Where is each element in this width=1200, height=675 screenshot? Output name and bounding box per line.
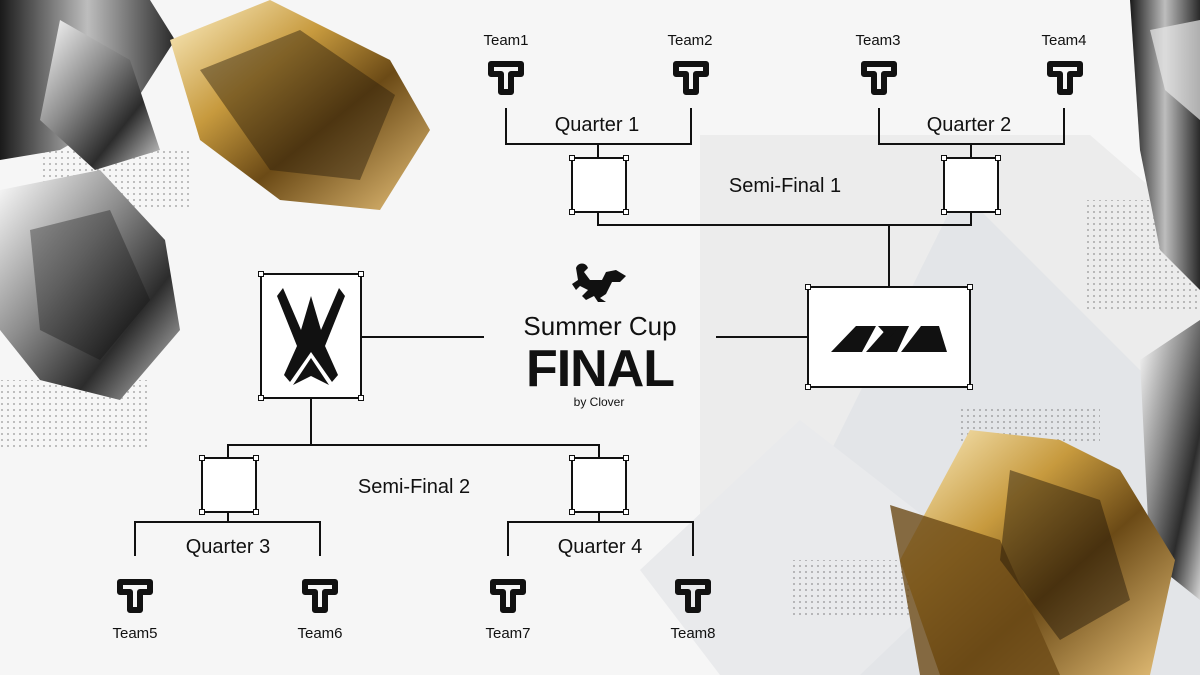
team-name: Team6 <box>297 625 342 642</box>
team-name: Team4 <box>1041 32 1086 49</box>
finalist-left-box <box>258 271 364 401</box>
t-logo-icon <box>673 61 709 95</box>
team-name: Team5 <box>112 625 157 642</box>
finalist-right-box <box>805 284 973 390</box>
match-box-semi-2-right <box>569 455 629 515</box>
round-label-semi-final-1: Semi-Final 1 <box>729 175 841 197</box>
event-subtitle: Summer Cup <box>523 311 676 341</box>
team-name: Team1 <box>483 32 528 49</box>
t-logo-icon <box>675 579 711 613</box>
round-label-quarter-4: Quarter 4 <box>558 536 642 558</box>
round-label-quarter-3: Quarter 3 <box>186 536 270 558</box>
team-slot-2: Team2 <box>667 32 713 95</box>
crystal-decoration-bottom-right <box>890 320 1200 675</box>
team-name: Team7 <box>485 625 530 642</box>
team-slot-4: Team4 <box>1041 32 1087 95</box>
t-logo-icon <box>302 579 338 613</box>
wave-logo-icon <box>831 326 947 352</box>
round-label-quarter-1: Quarter 1 <box>555 114 639 136</box>
team-name: Team8 <box>670 625 715 642</box>
bracket-lines <box>134 108 1065 556</box>
team-slot-5: Team5 <box>112 579 158 642</box>
round-label-semi-final-2: Semi-Final 2 <box>358 476 470 498</box>
spider-logo-icon <box>277 288 345 385</box>
team-slot-1: Team1 <box>483 32 529 95</box>
match-box-semi-1-left <box>569 155 629 215</box>
team-name: Team2 <box>667 32 712 49</box>
team-slot-3: Team3 <box>855 32 901 95</box>
match-box-semi-2-left <box>199 455 259 515</box>
scorpion-icon <box>572 263 626 302</box>
crystal-decoration-top-left <box>0 0 430 400</box>
t-logo-icon <box>861 61 897 95</box>
round-label-quarter-2: Quarter 2 <box>927 114 1011 136</box>
event-title: FINAL <box>526 340 674 398</box>
crystal-decoration-top-right <box>1130 0 1200 290</box>
team-name: Team3 <box>855 32 900 49</box>
t-logo-icon <box>1047 61 1083 95</box>
match-box-semi-1-right <box>941 155 1001 215</box>
event-header: Summer Cup FINAL by Clover <box>523 263 677 409</box>
team-slot-8: Team8 <box>670 579 716 642</box>
t-logo-icon <box>117 579 153 613</box>
t-logo-icon <box>488 61 524 95</box>
round-labels: Quarter 1 Quarter 2 Semi-Final 1 Semi-Fi… <box>186 114 1011 558</box>
t-logo-icon <box>490 579 526 613</box>
team-slot-6: Team6 <box>297 579 343 642</box>
event-byline: by Clover <box>574 395 625 409</box>
team-slot-7: Team7 <box>485 579 531 642</box>
